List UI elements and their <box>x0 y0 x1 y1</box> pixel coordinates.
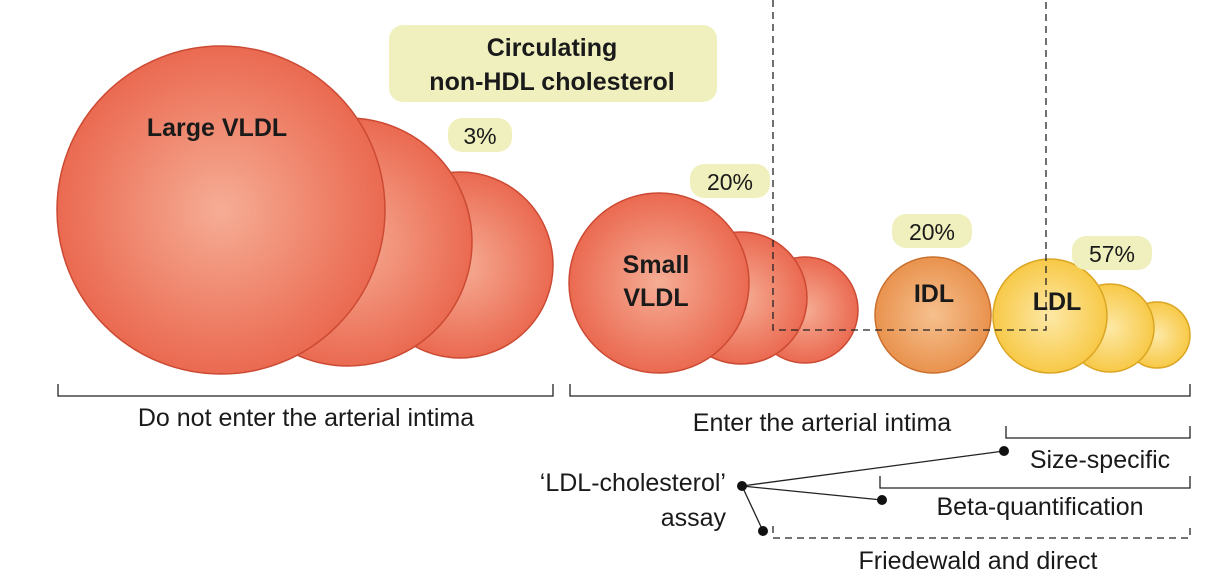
ldl-percent-badge <box>1072 236 1152 270</box>
friedewald-dot <box>758 526 768 536</box>
title-line-1: Circulating <box>487 34 618 62</box>
large-vldl-percent: 3% <box>463 123 496 149</box>
idl-label: IDL <box>914 280 954 308</box>
no-entry-label: Do not enter the arterial intima <box>138 404 474 432</box>
friedewald-label: Friedewald and direct <box>858 547 1097 572</box>
assay-connectors <box>737 446 1009 536</box>
idl-percent-badge <box>892 214 972 248</box>
small-vldl-particle-front <box>568 192 750 374</box>
assay-label-line-2: assay <box>661 504 727 532</box>
small-vldl-label-line-2: VLDL <box>623 284 688 312</box>
connector-beta-quantification <box>741 485 883 501</box>
assay-label-line-1: ‘LDL-cholesterol’ <box>540 469 726 497</box>
title-line-2: non-HDL cholesterol <box>429 68 674 96</box>
entry-label: Enter the arterial intima <box>693 409 952 437</box>
large-vldl-particle-front <box>56 45 386 375</box>
size-specific-bracket <box>1005 426 1191 439</box>
title-badge-bg <box>389 25 717 102</box>
small-vldl-label-line-1: Small <box>623 251 690 279</box>
size-specific-label: Size-specific <box>1030 446 1170 474</box>
friedewald-bracket <box>772 526 1191 539</box>
connector-size-specific <box>741 450 1005 487</box>
idl-percent: 20% <box>909 219 955 245</box>
beta-quantification-bracket <box>879 476 1191 489</box>
small-vldl-cluster <box>568 192 859 374</box>
size-specific-dot <box>999 446 1009 456</box>
entry-bracket <box>569 384 1191 397</box>
ldl-label: LDL <box>1033 288 1082 316</box>
beta-quantification-dot <box>877 495 887 505</box>
large-vldl-percent-badge <box>448 118 512 152</box>
large-vldl-cluster <box>56 45 554 375</box>
non-hdl-dashed-boundary <box>772 0 1047 331</box>
beta-quantification-label: Beta-quantification <box>936 493 1143 521</box>
no-entry-bracket <box>57 384 554 397</box>
ldl-particle-front <box>992 258 1108 374</box>
small-vldl-percent: 20% <box>707 169 753 195</box>
large-vldl-label: Large VLDL <box>147 114 287 142</box>
title-badge: Circulating non-HDL cholesterol <box>389 25 717 102</box>
ldl-cluster <box>992 258 1191 374</box>
connector-friedewald <box>741 485 764 532</box>
small-vldl-percent-badge <box>690 164 770 198</box>
ldl-percent: 57% <box>1089 241 1135 267</box>
idl-particle <box>874 256 992 374</box>
assay-origin-dot <box>737 481 747 491</box>
